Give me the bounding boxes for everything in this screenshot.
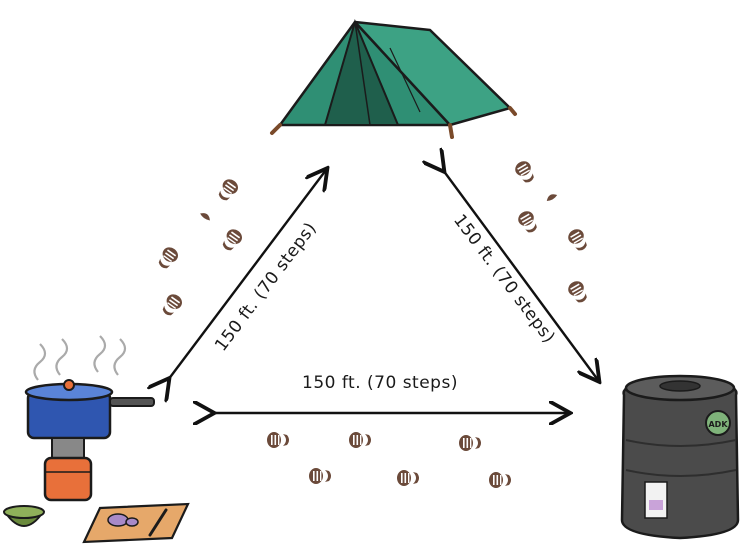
footprints-right [512, 158, 591, 306]
cutting-board-icon [82, 502, 190, 544]
tent-icon [270, 19, 517, 139]
arrow-tent-canister [443, 170, 598, 380]
footprints-bottom [267, 432, 511, 488]
bear-canister-icon: ADK [620, 374, 740, 540]
canister-badge: ADK [708, 420, 728, 429]
distance-label-right: 150 ft. (70 steps) [449, 211, 559, 348]
bowl-icon [3, 505, 45, 527]
distance-label-bottom: 150 ft. (70 steps) [302, 373, 458, 393]
stove-icon [24, 335, 155, 502]
arrow-tent-stove [168, 170, 326, 380]
